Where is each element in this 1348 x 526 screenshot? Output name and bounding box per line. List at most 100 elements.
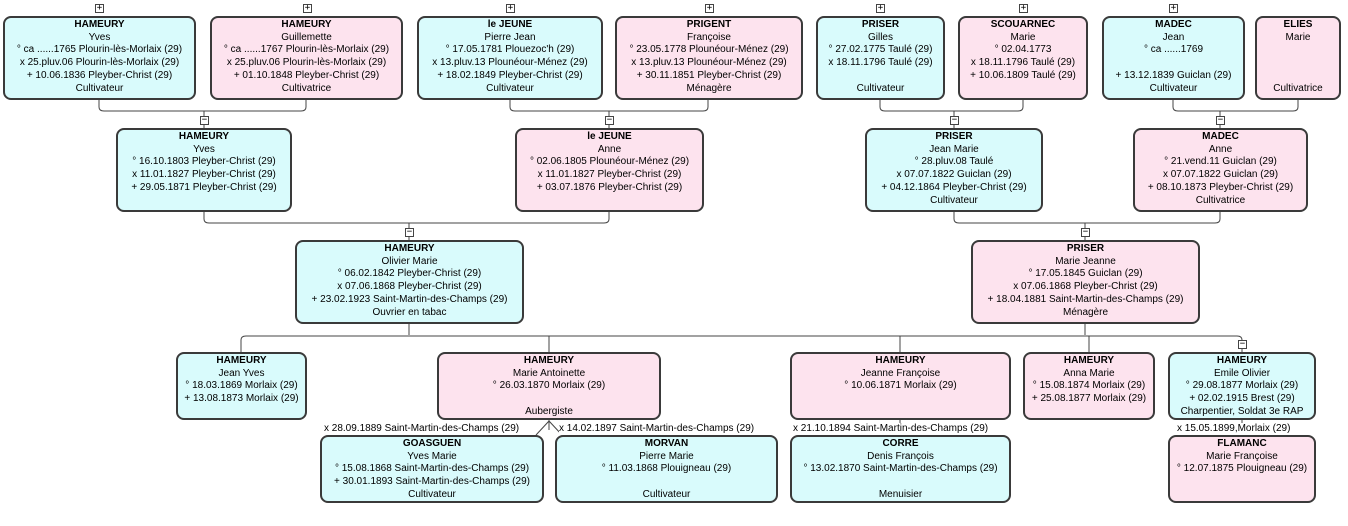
collapse-toggle-icon[interactable]: −: [1081, 227, 1090, 237]
detail-line: Cultivateur: [642, 488, 691, 500]
collapse-toggle-icon[interactable]: −: [1216, 115, 1225, 125]
detail-line: x 11.01.1827 Pleyber-Christ (29): [537, 169, 682, 181]
detail-line: Cultivateur: [1149, 82, 1198, 94]
given-names: Marie Françoise: [1206, 450, 1278, 462]
detail-line: [439, 393, 659, 406]
expand-toggle-icon[interactable]: +: [876, 3, 885, 13]
surname: ELIES: [1283, 19, 1313, 30]
expand-toggle-icon[interactable]: +: [705, 3, 714, 13]
detail-line: Menuisier: [878, 488, 923, 500]
detail-line: x 25.pluv.06 Plourin-lès-Morlaix (29): [19, 57, 180, 69]
collapse-toggle-icon[interactable]: −: [950, 115, 959, 125]
given-names: Marie: [1285, 31, 1311, 43]
detail-line: ° 02.04.1773: [994, 44, 1052, 56]
detail-line: ° 27.02.1775 Taulé (29): [828, 44, 933, 56]
detail-line: Cultivateur: [486, 82, 534, 94]
given-names: Marie Antoinette: [512, 367, 586, 379]
connector-line: [535, 420, 550, 436]
collapse-toggle-icon[interactable]: −: [605, 115, 614, 125]
detail-line: ° 12.07.1875 Plouigneau (29): [1176, 463, 1308, 475]
given-names: Pierre Jean: [484, 31, 536, 43]
collapse-toggle-icon[interactable]: −: [405, 227, 414, 237]
detail-line: + 25.08.1877 Morlaix (29): [1031, 393, 1147, 405]
detail-line: + 30.11.1851 Pleyber-Christ (29): [636, 69, 782, 81]
detail-line: ° 13.02.1870 Saint-Martin-des-Champs (29…: [803, 463, 998, 475]
surname: MADEC: [1155, 19, 1192, 30]
detail-line: + 03.07.1876 Pleyber-Christ (29): [536, 181, 683, 193]
expand-toggle-icon[interactable]: +: [303, 3, 312, 13]
surname: HAMEURY: [523, 355, 575, 366]
surname: PRISER: [1066, 243, 1105, 254]
collapse-toggle-icon[interactable]: −: [1238, 339, 1247, 349]
detail-line: Cultivateur: [856, 82, 905, 94]
detail-line: + 13.08.1873 Morlaix (29): [184, 393, 299, 405]
detail-line: [1257, 57, 1339, 70]
detail-line: Aubergiste: [525, 405, 573, 417]
detail-line: Cultivateur: [930, 194, 978, 206]
detail-line: Ménagère: [1062, 306, 1109, 318]
surname: le JEUNE: [487, 19, 533, 30]
detail-line: [557, 476, 776, 489]
detail-line: + 08.10.1873 Pleyber-Christ (29): [1147, 181, 1294, 193]
detail-line: ° 17.05.1781 Plouezoc'h (29): [445, 44, 575, 56]
detail-line: + 10.06.1809 Taulé (29): [970, 69, 1076, 81]
given-names: Denis François: [867, 450, 934, 462]
given-names: Gilles: [867, 31, 893, 43]
surname: HAMEURY: [384, 243, 435, 254]
detail-line: + 18.04.1881 Saint-Martin-des-Champs (29…: [987, 293, 1184, 305]
surname: SCOUARNEC: [990, 19, 1056, 30]
given-names: Pierre Marie: [639, 450, 694, 462]
expand-toggle-icon[interactable]: +: [506, 3, 515, 13]
surname: HAMEURY: [178, 131, 230, 142]
detail-line: Ménagère: [686, 82, 732, 94]
given-names: Marie: [1010, 31, 1036, 43]
given-names: Jean Yves: [218, 367, 265, 379]
given-names: Jeanne Françoise: [860, 367, 941, 379]
detail-line: [792, 476, 1009, 489]
collapse-toggle-icon[interactable]: −: [200, 115, 209, 125]
surname: GOASGUEN: [402, 438, 462, 449]
connector-line: [240, 335, 1243, 352]
detail-line: ° ca ......1765 Plourin-lès-Morlaix (29): [16, 44, 183, 56]
detail-line: Cultivatrice: [1273, 82, 1323, 94]
detail-line: + 23.02.1923 Saint-Martin-des-Champs (29…: [311, 293, 508, 305]
detail-line: x 07.07.1822 Guiclan (29): [896, 169, 1012, 181]
detail-line: ° 06.02.1842 Pleyber-Christ (29): [337, 268, 482, 280]
given-names: Yves: [88, 31, 111, 43]
detail-line: [1257, 70, 1339, 83]
detail-line: ° 15.08.1874 Morlaix (29): [1032, 380, 1146, 392]
detail-line: [818, 70, 943, 83]
surname: HAMEURY: [1063, 355, 1115, 366]
detail-line: ° 28.pluv.08 Taulé: [914, 156, 994, 168]
expand-toggle-icon[interactable]: +: [1019, 3, 1028, 13]
detail-line: ° 02.06.1805 Plounéour-Ménez (29): [529, 156, 690, 168]
surname: PRISER: [935, 131, 973, 142]
expand-toggle-icon[interactable]: +: [1169, 3, 1178, 13]
given-names: Emile Olivier: [1213, 367, 1271, 379]
detail-line: x 25.pluv.06 Plourin-lès-Morlaix (29): [226, 57, 387, 69]
expand-toggle-icon[interactable]: +: [95, 3, 104, 13]
